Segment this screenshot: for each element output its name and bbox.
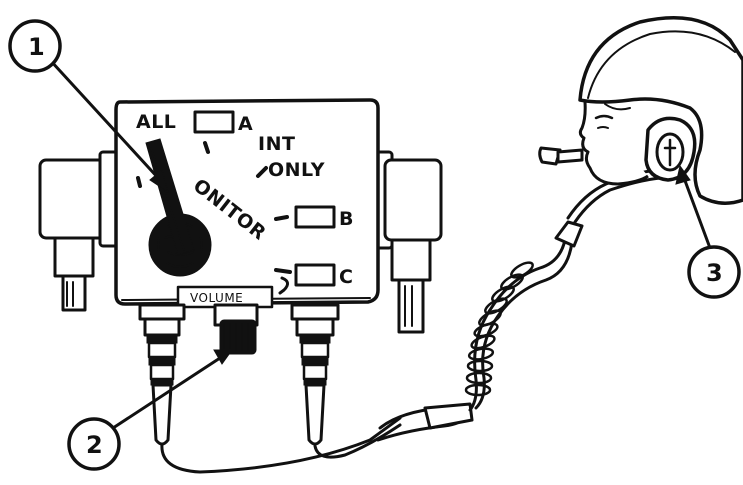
volume-label: VOLUME [190,291,243,305]
position-a-label: A [238,113,253,135]
position-c-window [296,265,334,285]
left-side-connector [40,152,122,310]
only-label: ONLY [268,159,325,181]
right-side-connector [370,152,441,332]
all-label: ALL [136,111,176,133]
int-label: INT [258,133,295,155]
middle-cable-plug [292,305,338,444]
position-a-window [195,112,233,132]
position-b-label: B [339,208,354,230]
position-c-label: C [339,266,353,288]
callout-3-number: 3 [706,259,723,287]
callout-2-number: 2 [86,431,103,459]
left-cable-plug [140,305,184,444]
headset-wearer [540,18,743,203]
position-b-window [296,207,334,227]
callout-1-number: 1 [28,33,45,61]
volume-knob[interactable] [215,305,257,354]
